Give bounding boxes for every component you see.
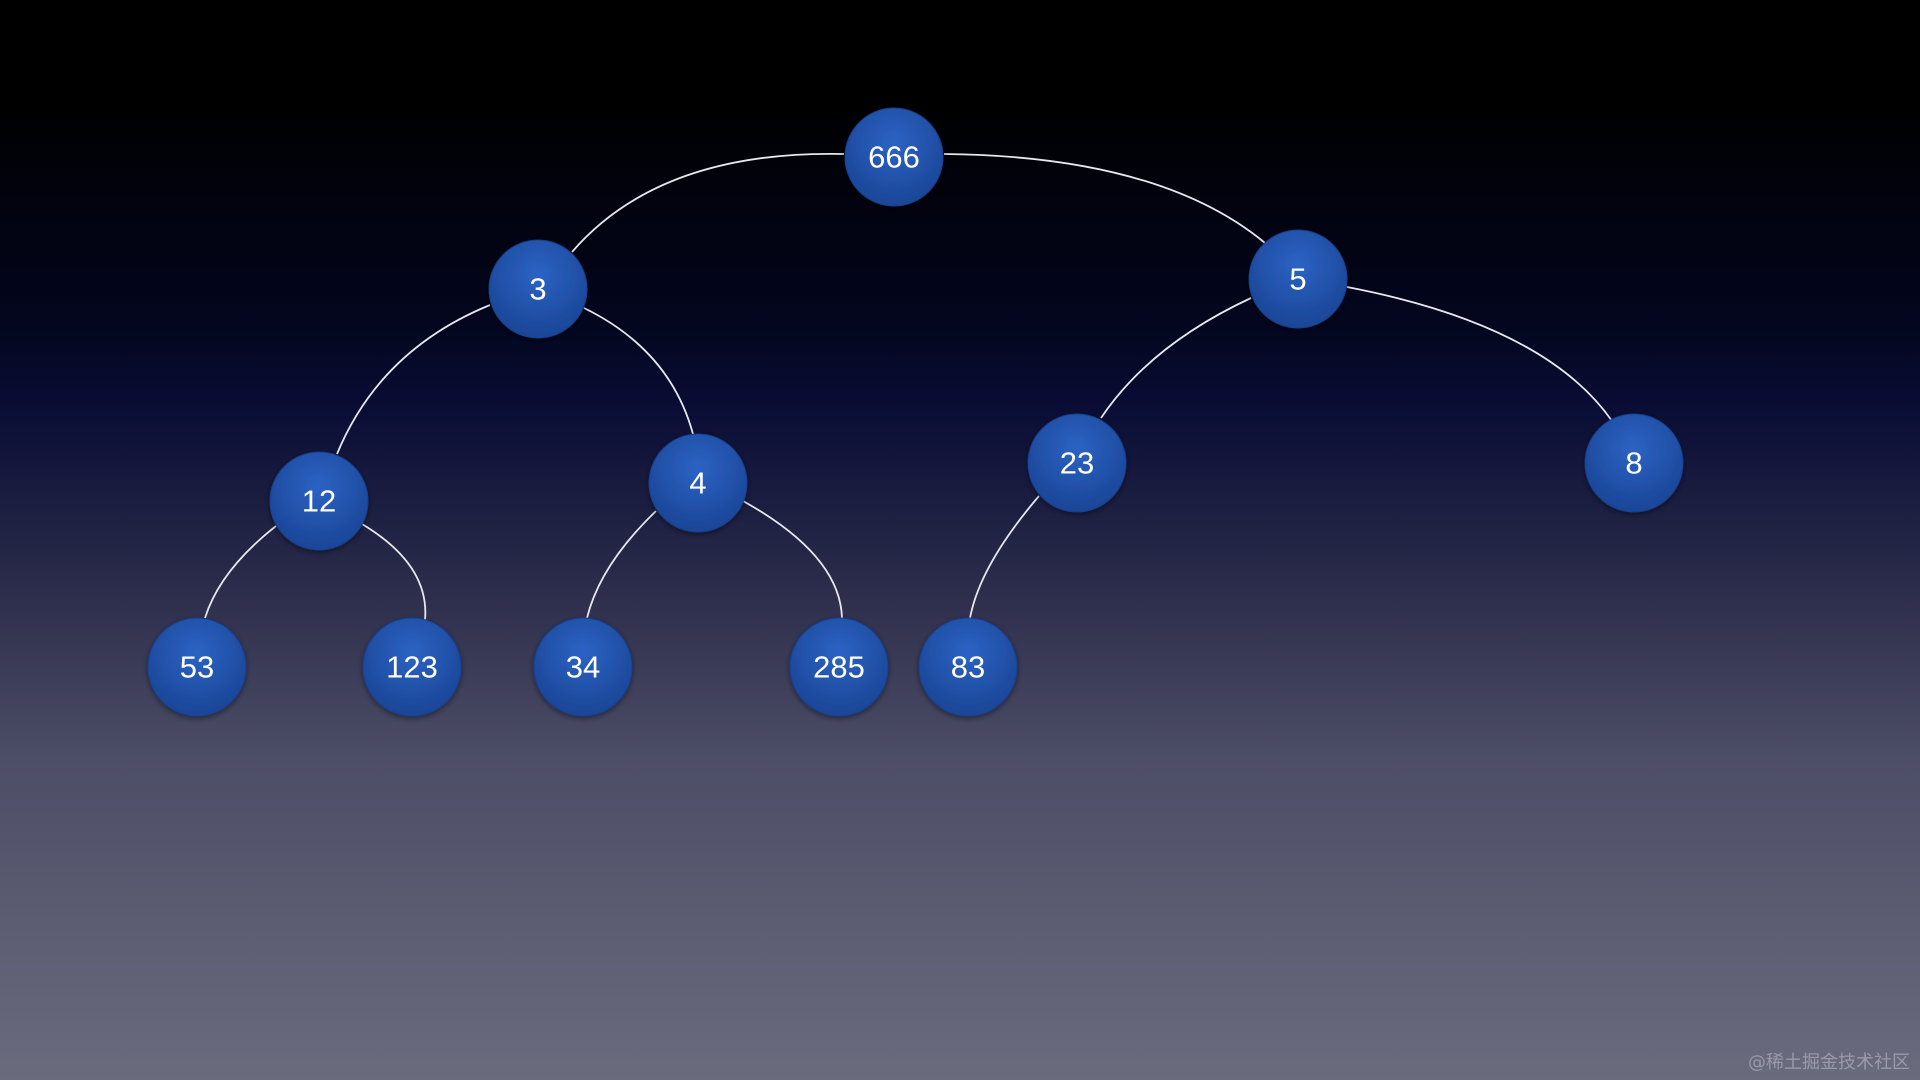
tree-node-5: 5: [1248, 229, 1348, 329]
edge-12-to-53: [204, 525, 277, 619]
node-circle: [269, 451, 369, 551]
nodes-layer: 666 3 5 12 4 23 8 53 123 34 285 83: [147, 107, 1684, 717]
edge-666-to-3: [571, 152, 845, 253]
tree-node-8: 8: [1584, 413, 1684, 513]
node-label: 34: [566, 650, 600, 685]
node-circle: [488, 239, 588, 339]
node-circle: [648, 433, 748, 533]
node-circle: [362, 617, 462, 717]
edge-5-to-8: [1346, 286, 1613, 422]
tree-node-123: 123: [362, 617, 462, 717]
node-circle: [918, 617, 1018, 717]
tree-node-53: 53: [147, 617, 247, 717]
edge-4-to-285: [742, 500, 843, 619]
edge-12-to-123: [361, 523, 427, 621]
node-label: 123: [386, 650, 438, 685]
node-label: 12: [302, 484, 336, 519]
tree-node-83: 83: [918, 617, 1018, 717]
tree-node-3: 3: [488, 239, 588, 339]
node-circle: [533, 617, 633, 717]
node-label: 8: [1625, 446, 1642, 481]
watermark-text: @稀土掘金技术社区: [1748, 1052, 1910, 1073]
edge-23-to-83: [969, 495, 1040, 619]
tree-node-12: 12: [269, 451, 369, 551]
tree-node-34: 34: [533, 617, 633, 717]
node-label: 5: [1289, 262, 1306, 297]
edge-3-to-12: [336, 304, 491, 455]
node-label: 3: [529, 272, 546, 307]
node-label: 83: [951, 650, 985, 685]
node-circle: [1584, 413, 1684, 513]
edges-layer: [204, 152, 1613, 621]
tree-node-666: 666: [844, 107, 944, 207]
node-label: 53: [180, 650, 214, 685]
node-label: 285: [813, 650, 865, 685]
edge-5-to-23: [1100, 297, 1252, 419]
edge-666-to-5: [943, 153, 1266, 244]
node-label: 666: [868, 140, 920, 175]
node-circle: [147, 617, 247, 717]
edge-3-to-4: [583, 307, 694, 435]
node-circle: [844, 107, 944, 207]
node-circle: [789, 617, 889, 717]
tree-node-285: 285: [789, 617, 889, 717]
tree-node-23: 23: [1027, 413, 1127, 513]
node-label: 4: [689, 466, 706, 501]
node-circle: [1248, 229, 1348, 329]
node-label: 23: [1060, 446, 1094, 481]
node-circle: [1027, 413, 1127, 513]
edge-4-to-34: [586, 510, 657, 619]
tree-node-4: 4: [648, 433, 748, 533]
